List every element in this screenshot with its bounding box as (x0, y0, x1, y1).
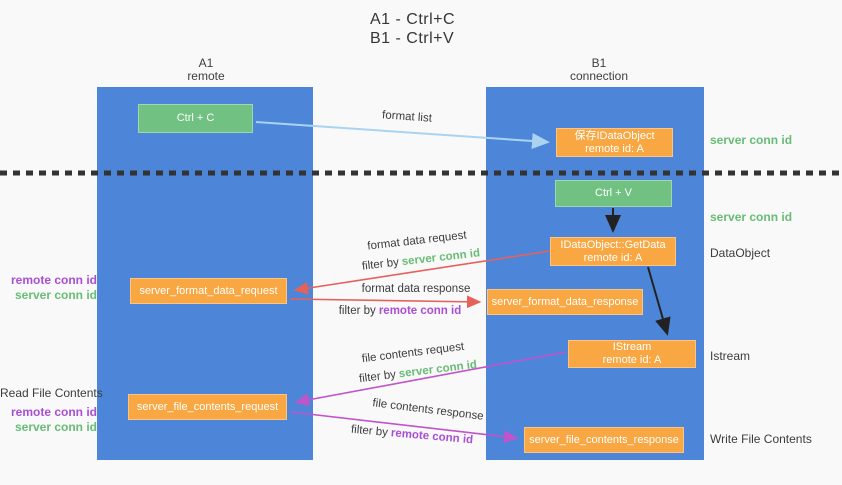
diagram-title: A1 - Ctrl+C B1 - Ctrl+V (370, 10, 455, 48)
remote-conn-id-label: remote conn id (10, 405, 97, 419)
server-conn-id-key: server conn id (401, 247, 481, 269)
node-file-request-label: server_file_contents_request (136, 400, 279, 413)
node-server-format-data-response: server_format_data_response (487, 289, 643, 315)
annotation-istream: Istream (710, 349, 751, 363)
node-save-idataobject-line1: 保存IDataObject (574, 129, 655, 142)
edge-label-file-contents-response: file contents response (371, 397, 485, 423)
arrow-format-data-response (289, 295, 482, 309)
remote-conn-id-label: remote conn id (10, 273, 97, 287)
filter-by-text: filter by (338, 305, 376, 317)
node-ctrl-c: Ctrl + C (138, 104, 253, 133)
column-header-b1: B1 connection (539, 57, 659, 83)
annotation-server-conn-id-mid: server conn id (710, 210, 793, 224)
annotation-dataobject: DataObject (710, 246, 771, 260)
title-line-2: B1 - Ctrl+V (370, 30, 455, 47)
node-istream: IStream remote id: A (568, 340, 696, 368)
node-istream-line1: IStream (612, 341, 652, 353)
column-a1-name: A1 (198, 56, 214, 70)
edge-label-format-data-response: format data response (361, 283, 471, 295)
node-istream-line2: remote id: A (602, 354, 662, 366)
column-a1-role: remote (187, 69, 225, 83)
node-ctrl-c-label: Ctrl + C (176, 112, 215, 124)
annotation-format-request-conn-ids: remote conn id server conn id (0, 273, 97, 303)
edge-label-format-list: format list (381, 109, 433, 125)
annotation-file-request-conn-ids: remote conn id server conn id (0, 405, 97, 435)
remote-conn-id-key: remote conn id (378, 305, 462, 317)
column-b1-name: B1 (591, 56, 607, 70)
node-server-file-contents-response: server_file_contents_response (524, 427, 684, 453)
server-conn-id-label: server conn id (14, 420, 97, 434)
node-file-response-label: server_file_contents_response (529, 433, 679, 446)
node-save-idataobject: 保存IDataObject remote id: A (556, 128, 673, 157)
filter-by-text: filter by (361, 256, 400, 273)
server-conn-id-key: server conn id (398, 358, 478, 381)
server-conn-id-label: server conn id (14, 288, 97, 302)
node-ctrl-v: Ctrl + V (555, 180, 672, 207)
filter-by-text: filter by (358, 368, 397, 386)
node-server-file-contents-request: server_file_contents_request (128, 394, 287, 420)
filter-by-text: filter by (350, 423, 389, 439)
node-format-request-label: server_format_data_request (139, 284, 278, 297)
node-getdata-line2: remote id: A (583, 251, 643, 264)
title-line-1: A1 - Ctrl+C (370, 11, 456, 28)
annotation-server-conn-id-top: server conn id (710, 133, 793, 147)
column-b1-role: connection (569, 69, 629, 83)
remote-conn-id-key: remote conn id (390, 427, 474, 447)
edge-label-format-data-request: format data request (366, 229, 468, 253)
node-getdata-line1: IDataObject::GetData (560, 238, 666, 251)
node-server-format-data-request: server_format_data_request (130, 278, 287, 304)
node-idataobject-getdata: IDataObject::GetData remote id: A (550, 237, 676, 266)
node-ctrl-v-label: Ctrl + V (595, 187, 632, 199)
annotation-write-file-contents: Write File Contents (710, 432, 812, 446)
node-save-idataobject-line2: remote id: A (585, 142, 644, 155)
annotation-read-file-contents: Read File Contents (0, 386, 103, 400)
column-header-a1: A1 remote (146, 57, 266, 83)
node-format-response-label: server_format_data_response (491, 295, 639, 308)
